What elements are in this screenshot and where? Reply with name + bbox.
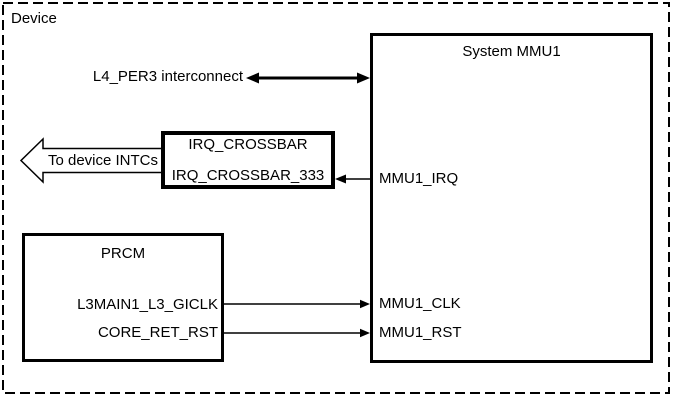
device-label: Device: [11, 10, 57, 27]
prcm-title: PRCM: [100, 245, 146, 262]
clk-arrow-icon: [224, 299, 370, 309]
mmu1-clk-port-label: MMU1_CLK: [379, 295, 461, 312]
irq-crossbar-block: [161, 131, 335, 189]
rst-arrow-icon: [224, 328, 370, 338]
irq-crossbar-instance-label: IRQ_CROSSBAR_333: [171, 167, 325, 184]
to-device-intcs-label: To device INTCs: [47, 152, 159, 169]
irq-arrow-icon: [335, 174, 370, 184]
prcm-block: [22, 233, 224, 362]
to-intcs-block-arrow-icon: [19, 137, 164, 184]
l4-bidirectional-arrow-icon: [246, 72, 370, 84]
mmu1-irq-port-label: MMU1_IRQ: [379, 170, 459, 187]
system-mmu1-block: [370, 33, 653, 363]
device-dashed-border: [2, 2, 670, 394]
prcm-rst-port-label: CORE_RET_RST: [97, 324, 218, 341]
irq-crossbar-title: IRQ_CROSSBAR: [188, 136, 308, 153]
l4-interconnect-label: L4_PER3 interconnect: [92, 68, 243, 85]
prcm-clk-port-label: L3MAIN1_L3_GICLK: [77, 296, 218, 313]
mmu1-rst-port-label: MMU1_RST: [379, 324, 462, 341]
system-mmu1-title: System MMU1: [462, 43, 561, 60]
